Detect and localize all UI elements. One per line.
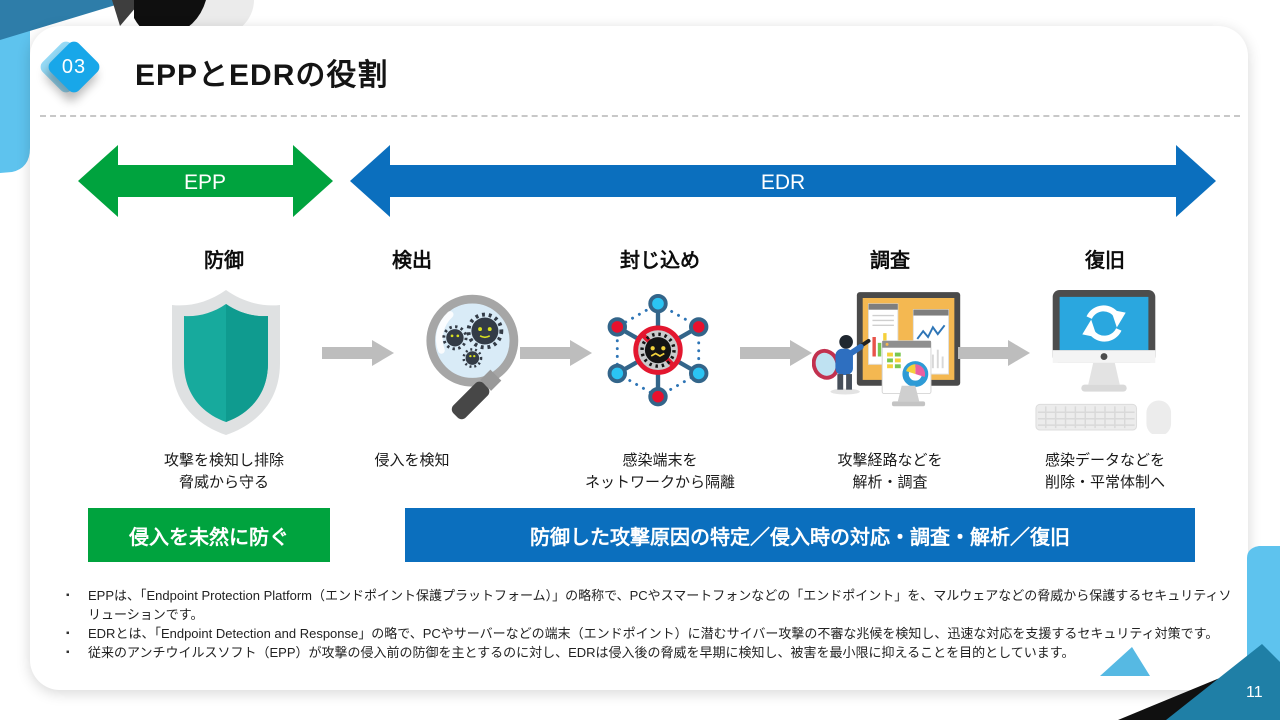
flow-arrow-icon: [520, 340, 592, 366]
column-header-containment: 封じ込め: [620, 250, 700, 272]
shield-icon: [172, 290, 280, 435]
caption-investigation: 攻撃経路などを 解析・調査: [837, 452, 943, 491]
badge-number: 03: [61, 55, 87, 78]
network-isolation-icon: [607, 293, 709, 407]
page-number: 11: [1246, 684, 1263, 701]
epp-summary-box: 侵入を未然に防ぐ: [88, 508, 330, 562]
edr-arrow: EDR: [350, 145, 1216, 217]
edr-summary-box: 防御した攻撃原因の特定／侵入時の対応・調査・解析／復旧: [405, 508, 1195, 562]
bullet-icon: ▪: [66, 647, 70, 658]
magnifier-virus-icon: [426, 294, 519, 420]
footnote-item: ▪ EDRとは、「Endpoint Detection and Response…: [66, 626, 1219, 641]
column-header-recovery: 復旧: [1085, 250, 1125, 272]
teal-shape: [1166, 644, 1280, 720]
cyan-band-shape: [0, 0, 30, 173]
light-blue-wedge-shape: [1100, 647, 1150, 676]
caption-containment: 感染端末を ネットワークから隔離: [584, 452, 735, 491]
caption-recovery: 感染データなどを 削除・平常体制へ: [1044, 452, 1165, 491]
column-header-defense: 防御: [204, 250, 244, 272]
edr-arrow-shape: [350, 145, 1216, 217]
flow-arrow-icon: [740, 340, 812, 366]
epp-arrow-shape: [78, 145, 333, 217]
pc-restore-icon: [1035, 289, 1172, 434]
column-header-detection: 検出: [392, 250, 432, 272]
bullet-icon: ▪: [66, 628, 70, 639]
column-header-investigation: 調査: [870, 250, 910, 272]
caption-defense: 攻撃を検知し排除 脅威から守る: [163, 452, 284, 491]
edr-arrow-label: EDR: [761, 171, 805, 194]
footnote-item: ▪ EPPは、「Endpoint Protection Platform（エンド…: [66, 588, 1232, 622]
epp-arrow-label: EPP: [184, 171, 226, 194]
dashed-divider: [40, 115, 1240, 117]
footnote-item: ▪ 従来のアンチウイルスソフト（EPP）が攻撃の侵入前の防御を主とするのに対し、…: [66, 645, 1075, 660]
section-badge: 03: [37, 38, 103, 96]
flow-arrow-icon: [958, 340, 1030, 366]
investigation-dashboard-icon: [812, 292, 961, 407]
page-title: EPPとEDRの役割: [135, 59, 389, 92]
bullet-icon: ▪: [66, 590, 70, 601]
flow-arrow-icon: [322, 340, 394, 366]
caption-detection: 侵入を検知: [374, 452, 450, 469]
footnotes: ▪ EPPは、「Endpoint Protection Platform（エンド…: [66, 586, 1236, 662]
epp-arrow: EPP: [78, 145, 333, 217]
corner-decoration-bottom-right: [1100, 546, 1280, 720]
steel-blue-shape: [0, 0, 132, 40]
